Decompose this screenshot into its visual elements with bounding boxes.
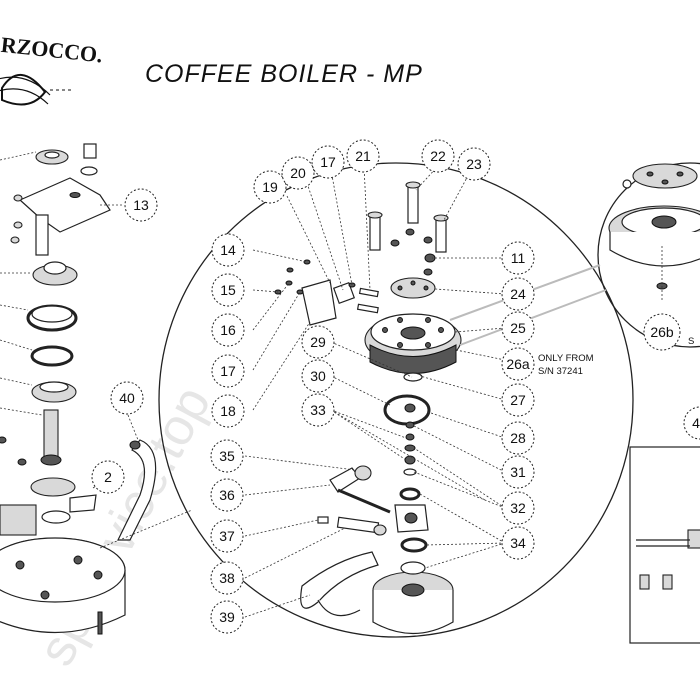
svg-text:15: 15 (220, 282, 236, 298)
callout-26b: 26b (643, 313, 681, 351)
page-title: COFFEE BOILER - MP (145, 60, 423, 88)
svg-text:36: 36 (219, 487, 235, 503)
callout-30: 30 (301, 359, 335, 393)
callout-26a: 26a (501, 347, 535, 381)
callout-31: 31 (501, 455, 535, 489)
callout-22: 22 (421, 139, 455, 173)
svg-text:17: 17 (220, 363, 236, 379)
svg-text:26b: 26b (650, 324, 674, 340)
callout-34: 34 (501, 526, 535, 560)
note-cut-s: S (688, 336, 694, 347)
svg-text:29: 29 (310, 334, 326, 350)
callout-32: 32 (501, 491, 535, 525)
svg-text:2: 2 (104, 469, 112, 485)
callout-16: 16 (211, 313, 245, 347)
svg-text:18: 18 (220, 403, 236, 419)
callout-35: 35 (210, 439, 244, 473)
callout-39: 39 (210, 600, 244, 634)
callout-33: 33 (301, 393, 335, 427)
svg-text:28: 28 (510, 430, 526, 446)
svg-text:21: 21 (355, 148, 371, 164)
svg-text:17: 17 (320, 154, 336, 170)
svg-text:37: 37 (219, 528, 235, 544)
callout-14: 14 (211, 233, 245, 267)
callout-37: 37 (210, 519, 244, 553)
svg-text:30: 30 (310, 368, 326, 384)
svg-text:19: 19 (262, 179, 278, 195)
svg-text:22: 22 (430, 148, 446, 164)
brand-logo: RZOCCO. (0, 32, 104, 106)
callout-24: 24 (501, 277, 535, 311)
svg-text:11: 11 (511, 250, 526, 266)
logo-text: RZOCCO. (0, 32, 104, 68)
callout-17-top: 17 (311, 145, 345, 179)
svg-text:24: 24 (510, 286, 526, 302)
callout-15: 15 (211, 273, 245, 307)
callout-38: 38 (210, 561, 244, 595)
svg-text:27: 27 (510, 392, 526, 408)
svg-text:34: 34 (510, 535, 526, 551)
svg-text:40: 40 (119, 390, 135, 406)
svg-text:32: 32 (510, 500, 526, 516)
svg-text:23: 23 (466, 156, 482, 172)
sensor-harness (636, 529, 700, 590)
svg-text:39: 39 (219, 609, 235, 625)
detail-magnifier-circle (158, 162, 634, 638)
callout-23: 23 (457, 147, 491, 181)
svg-text:31: 31 (510, 464, 526, 480)
left-group-assembly (0, 143, 157, 635)
callout-17-left: 17 (211, 354, 245, 388)
svg-text:20: 20 (290, 165, 306, 181)
svg-text:26a: 26a (506, 356, 530, 372)
callout-13: 13 (124, 188, 158, 222)
boiler-flange-26b (608, 163, 700, 290)
callout-27: 27 (501, 383, 535, 417)
callout-28: 28 (501, 421, 535, 455)
callout-20: 20 (281, 156, 315, 190)
callout-19: 19 (253, 170, 287, 204)
callout-4: 4 (683, 406, 700, 440)
callout-29: 29 (301, 325, 335, 359)
callout-21: 21 (346, 139, 380, 173)
callout-2: 2 (91, 460, 125, 494)
svg-text:33: 33 (310, 402, 326, 418)
detail-circle-right (597, 162, 700, 348)
callout-36: 36 (210, 478, 244, 512)
svg-text:35: 35 (219, 448, 235, 464)
svg-text:4: 4 (692, 415, 700, 431)
svg-text:13: 13 (133, 197, 149, 213)
boiler-parts (274, 181, 462, 635)
note-only-from: ONLY FROM (538, 353, 594, 364)
callout-18: 18 (211, 394, 245, 428)
svg-text:16: 16 (220, 322, 236, 338)
detail-box-right (629, 446, 700, 644)
callout-40: 40 (110, 381, 144, 415)
svg-text:14: 14 (220, 242, 236, 258)
note-serial: S/N 37241 (538, 366, 583, 377)
svg-text:38: 38 (219, 570, 235, 586)
svg-text:25: 25 (510, 320, 526, 336)
callout-11: 11 (501, 241, 535, 275)
callout-25: 25 (501, 311, 535, 345)
